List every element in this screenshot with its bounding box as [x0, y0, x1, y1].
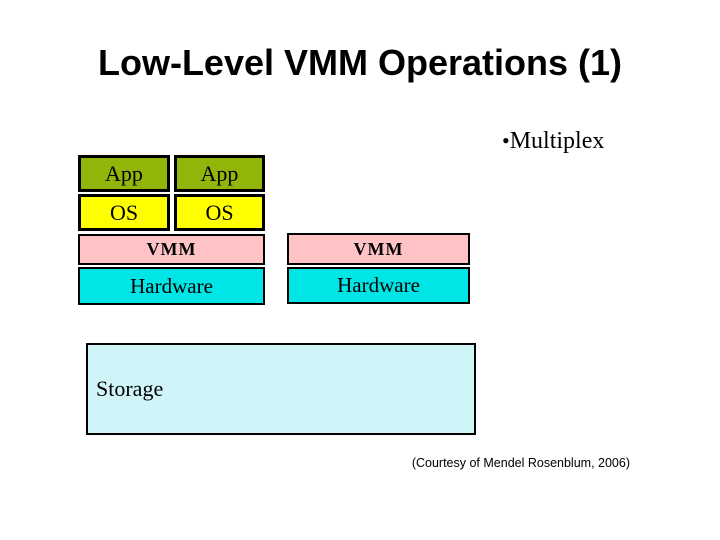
vm1-os-box: OS	[78, 194, 170, 231]
stack1-vmm-box: VMM	[78, 234, 265, 265]
vm2-app-label: App	[200, 160, 239, 186]
slide-title: Low-Level VMM Operations (1)	[97, 42, 623, 83]
stack2-vmm-box: VMM	[287, 233, 470, 265]
vm2-app-box: App	[174, 155, 265, 192]
stack1-vmm-label: VMM	[146, 239, 197, 259]
stack2-vmm-label: VMM	[353, 238, 404, 259]
vm2-os-label: OS	[205, 199, 234, 225]
courtesy-note: (Courtesy of Mendel Rosenblum, 2006)	[411, 456, 630, 470]
storage-label: Storage	[96, 376, 164, 401]
vm1-os-label: OS	[109, 199, 139, 225]
vm1-app-label: App	[105, 160, 143, 186]
vm2-os-box: OS	[174, 194, 265, 231]
stack2-hardware-box: Hardware	[287, 267, 470, 304]
stack2-hardware-label: Hardware	[337, 273, 420, 297]
stack1-hardware-box: Hardware	[78, 267, 265, 305]
stack1-hardware-label: Hardware	[130, 273, 213, 298]
storage-box: Storage	[86, 343, 476, 435]
bullet-icon: •	[502, 128, 510, 153]
vm1-app-box: App	[78, 155, 170, 192]
bullet-label: Multiplex	[509, 128, 605, 154]
bullet-item-multiplex: •Multiplex	[502, 128, 604, 155]
